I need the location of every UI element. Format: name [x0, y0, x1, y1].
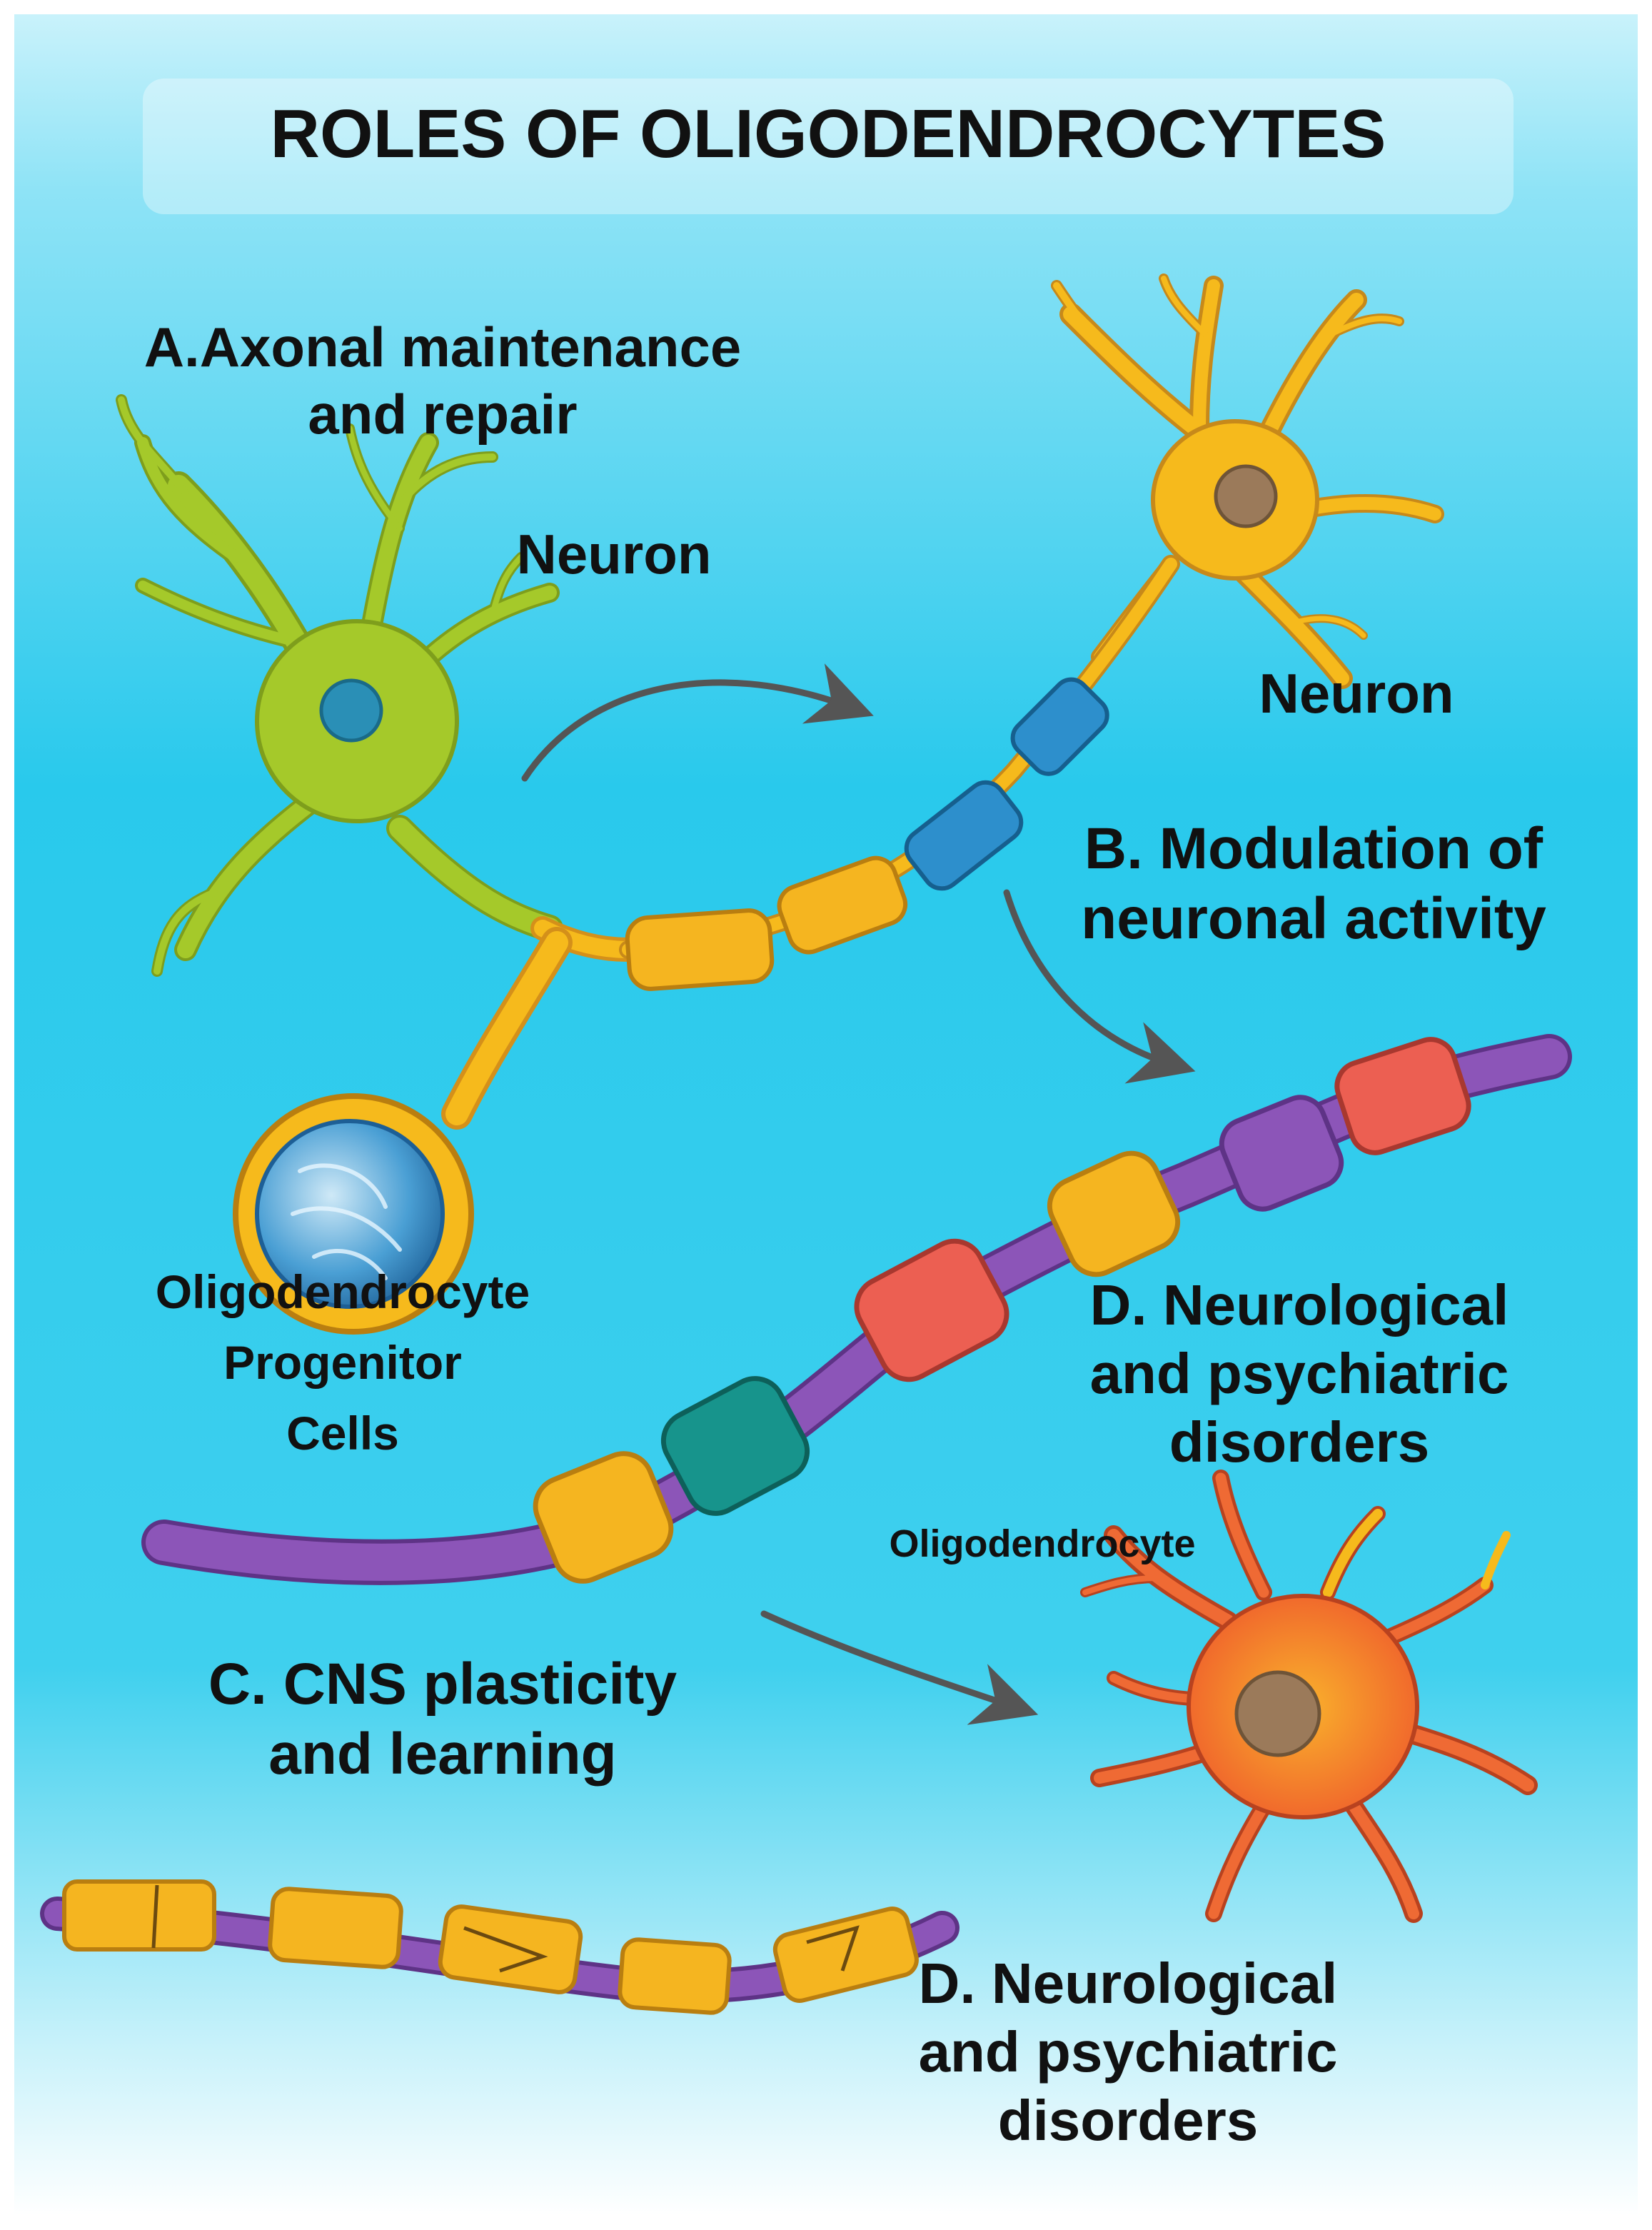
label-line: D. Neurological: [1089, 1273, 1509, 1337]
arrow-c-to-oligodendrocyte: [760, 1610, 1039, 1725]
label-line: and repair: [308, 382, 578, 446]
label-neuron-right: Neuron: [1259, 662, 1454, 725]
myelin-segment: [618, 1937, 732, 2015]
myelin-segment: [533, 1451, 674, 1584]
arrow-a-to-b: [521, 663, 874, 782]
label-line: and learning: [268, 1722, 617, 1787]
label-line: and psychiatric: [918, 2020, 1338, 2084]
label-line: B. Modulation of: [1084, 816, 1543, 881]
label-line: Progenitor: [223, 1336, 462, 1389]
title-banner: [143, 79, 1514, 214]
myelin-segment: [438, 1904, 583, 1994]
label-oligodendrocyte: Oligodendrocyte: [889, 1522, 1196, 1565]
yellow-neuron-nucleus: [1214, 464, 1278, 528]
main-axon: [141, 1034, 1572, 1585]
label-line: neuronal activity: [1081, 886, 1546, 952]
label-line: A.Axonal maintenance: [143, 316, 742, 378]
label-neuron-left: Neuron: [516, 523, 712, 586]
damaged-axon: [40, 1879, 960, 2015]
oligodendrocyte-nucleus: [1234, 1670, 1321, 1757]
label-line: Cells: [286, 1407, 399, 1460]
label-modulation: B. Modulation of neuronal activity: [999, 814, 1628, 955]
myelin-segment: [854, 1238, 1009, 1382]
myelin-segment: [268, 1887, 403, 1969]
label-axonal-maintenance: A.Axonal maintenance and repair: [86, 314, 800, 448]
label-line: disorders: [997, 2089, 1259, 2152]
myelin-segment: [1047, 1150, 1181, 1277]
arrows: [521, 663, 1196, 1725]
label-opc: Oligodendrocyte Progenitor Cells: [29, 1257, 657, 1469]
upper-axon: [619, 555, 1180, 991]
myelin-segment: [1010, 677, 1109, 776]
myelin-segment: [62, 1879, 216, 1952]
label-line: C. CNS plasticity: [208, 1652, 678, 1717]
arrow-b-to-axon: [1003, 889, 1196, 1084]
myelin-segment: [777, 855, 908, 955]
green-neuron: [116, 394, 563, 977]
page-title: ROLES OF OLIGODENDROCYTES: [270, 96, 1386, 172]
opc-cell: [233, 927, 573, 1335]
label-disorders-lower: D. Neurological and psychiatric disorder…: [814, 1949, 1442, 2155]
oligodendrocyte-cell: [1080, 1470, 1538, 1923]
label-line: disorders: [1169, 1410, 1430, 1474]
myelin-segment: [904, 780, 1024, 891]
label-disorders-upper: D. Neurological and psychiatric disorder…: [985, 1271, 1613, 1477]
label-line: D. Neurological: [918, 1952, 1338, 2015]
myelin-segment: [625, 908, 775, 991]
label-cns-plasticity: C. CNS plasticity and learning: [121, 1649, 764, 1790]
myelin-segment: [660, 1376, 810, 1516]
myelin-segment: [1219, 1095, 1344, 1212]
green-neuron-nucleus: [319, 678, 383, 743]
label-line: and psychiatric: [1089, 1342, 1509, 1405]
myelin-segment: [1334, 1037, 1471, 1155]
label-line: Oligodendrocyte: [155, 1265, 530, 1318]
